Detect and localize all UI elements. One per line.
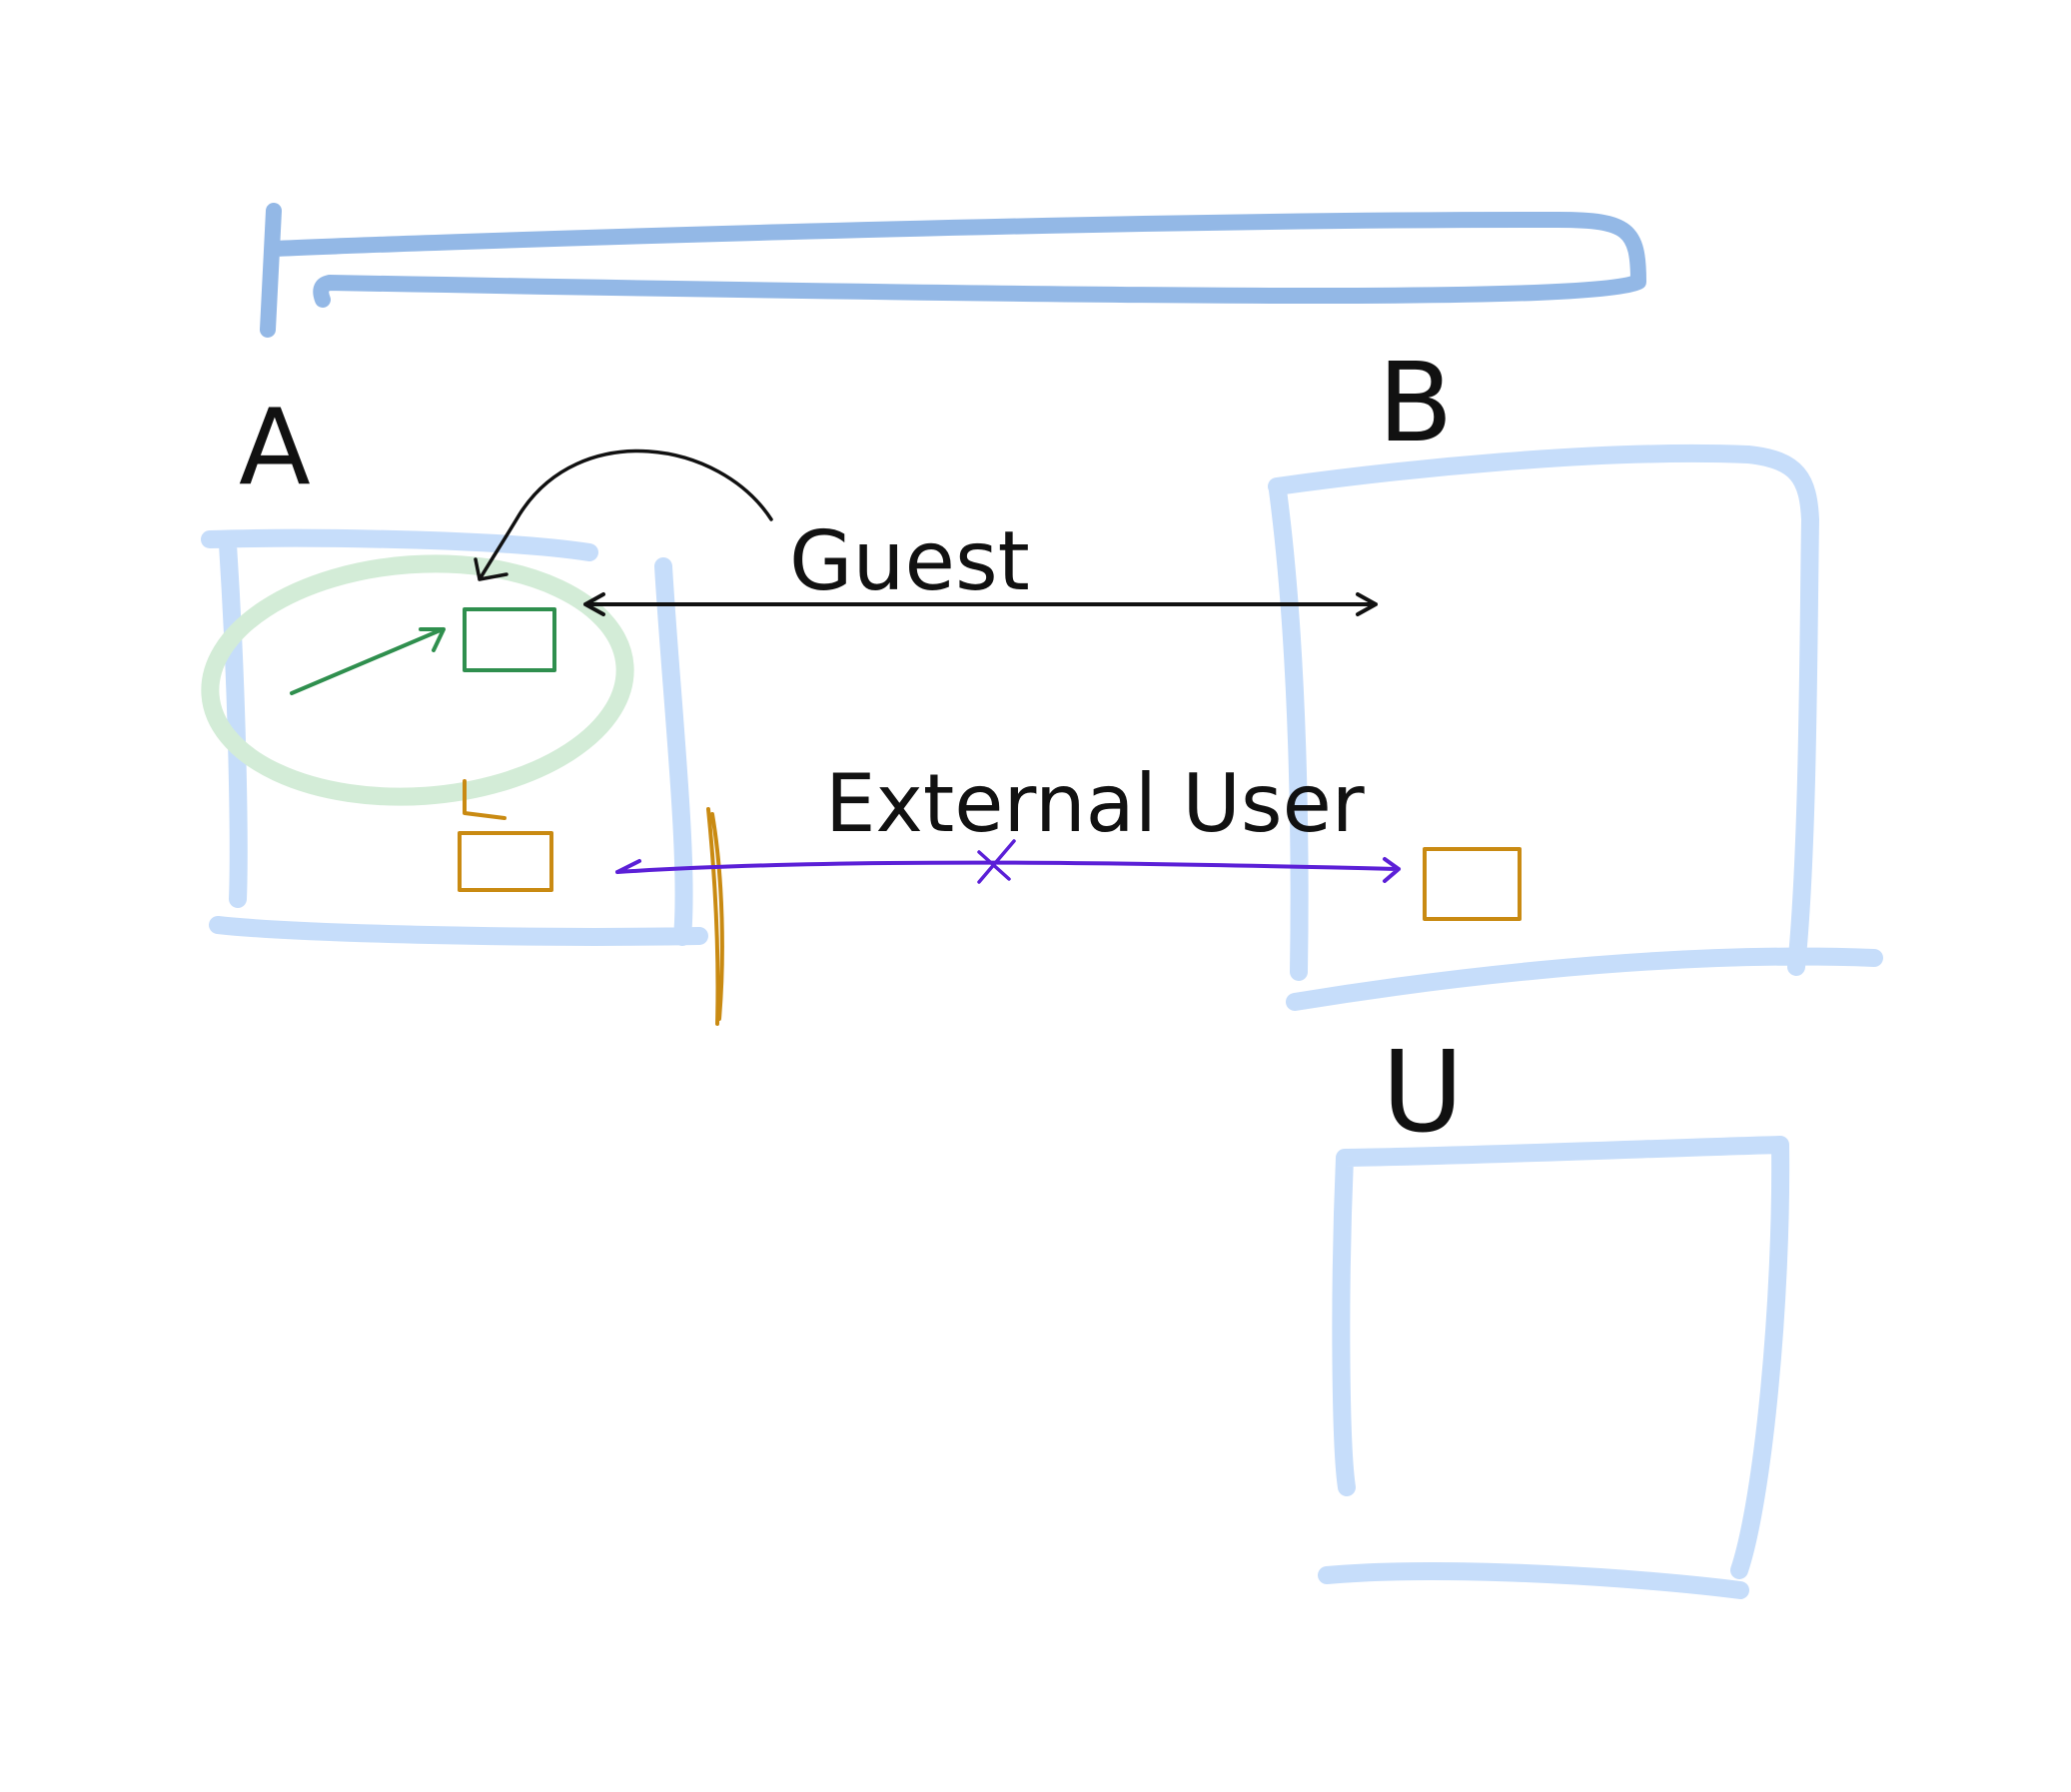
- external-object-b-box: [1423, 847, 1522, 921]
- region-a-label: A: [239, 387, 311, 508]
- guest-highlight-ellipse: [201, 554, 634, 806]
- guest-pointer: [474, 448, 773, 581]
- external-access-barrier: [706, 807, 724, 1026]
- external-user-label: External User: [825, 757, 1365, 850]
- region-b-label: B: [1378, 339, 1453, 466]
- top-bar: [260, 203, 1646, 338]
- guest-object-box: [463, 607, 556, 672]
- external-object-a-box: [458, 831, 553, 892]
- guest-object-arrow: [290, 627, 446, 695]
- external-user-block-mark: [977, 839, 1016, 884]
- guest-label: Guest: [789, 514, 1030, 609]
- region-u-boundary: [1318, 1136, 1790, 1599]
- region-b-boundary: [1268, 444, 1883, 1011]
- guest-access-arrow: [583, 592, 1378, 616]
- region-u-label: U: [1382, 1028, 1464, 1158]
- external-object-a-stem: [463, 779, 507, 820]
- region-a-boundary: [201, 528, 708, 946]
- external-user-blocked-path: [615, 857, 1401, 883]
